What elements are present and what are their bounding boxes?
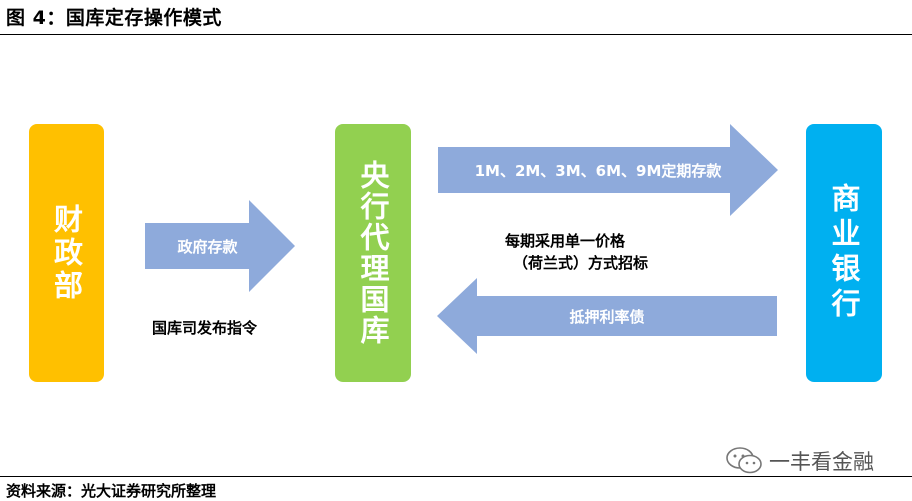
watermark: 一丰看金融	[725, 446, 874, 476]
wechat-icon	[726, 447, 762, 474]
watermark-text: 一丰看金融	[769, 450, 874, 474]
title-divider	[0, 34, 912, 35]
pricing-note-line2: （荷兰式）方式招标	[513, 254, 649, 272]
ministry-of-finance-label: 财政部	[49, 203, 84, 303]
pricing-note-line1: 每期采用单一价格	[505, 232, 626, 250]
commercial-bank-label: 商业银行	[827, 183, 861, 323]
source-note: 资料来源：光大证券研究所整理	[6, 482, 217, 500]
central-bank-treasury-label: 央行代理国库	[356, 160, 390, 346]
collateral-bond-arrow: 抵押利率债	[437, 278, 777, 354]
collateral-bond-label: 抵押利率债	[569, 307, 645, 326]
commercial-bank-box: 商业银行	[806, 124, 882, 382]
treasury-directive-note: 国库司发布指令	[152, 319, 258, 337]
government-deposit-arrow: 政府存款	[145, 200, 295, 292]
footer-divider	[0, 476, 912, 477]
term-deposit-label: 1M、2M、3M、6M、9M定期存款	[474, 161, 722, 180]
term-deposit-arrow: 1M、2M、3M、6M、9M定期存款	[438, 124, 778, 216]
central-bank-treasury-box: 央行代理国库	[335, 124, 411, 382]
figure-title: 图 4：国库定存操作模式	[6, 7, 222, 29]
ministry-of-finance-box: 财政部	[29, 124, 104, 382]
government-deposit-label: 政府存款	[177, 237, 238, 256]
